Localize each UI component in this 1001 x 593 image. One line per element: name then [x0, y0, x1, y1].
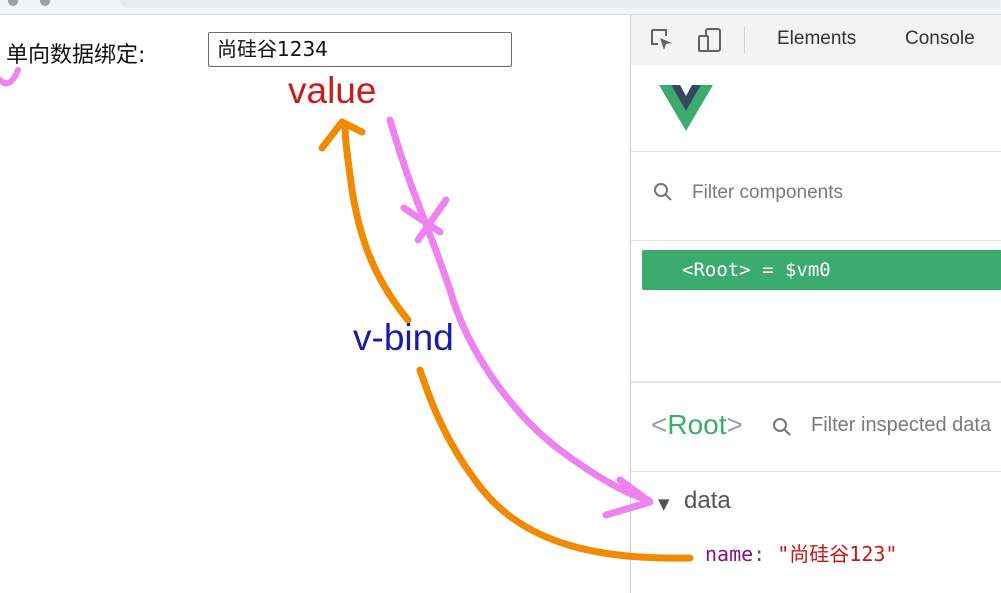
page-content: 单向数据绑定: 尚硅谷1234 [0, 15, 630, 593]
search-icon [654, 183, 672, 201]
devtools-panel: Elements Console Filter components <Root… [630, 15, 1001, 593]
annotation-value-label: value [288, 70, 377, 111]
root-component-label: <Root> = $vm0 [682, 259, 831, 281]
data-property-row[interactable]: name: "尚硅谷123" [705, 538, 897, 567]
inspector-header: <Root> Filter inspected data [631, 383, 1001, 472]
property-colon: : [753, 542, 778, 566]
data-section-label[interactable]: data [684, 487, 731, 514]
inspect-element-icon[interactable] [649, 27, 675, 53]
pane-divider[interactable] [631, 381, 1001, 383]
inspected-component-title: <Root> [651, 409, 743, 441]
filter-inspected-data-input[interactable]: Filter inspected data [811, 414, 992, 436]
component-tree: <Root> = $vm0 [631, 241, 1001, 381]
tab-elements[interactable]: Elements [777, 28, 857, 49]
angle-open: < [651, 409, 668, 440]
device-toolbar-icon[interactable] [697, 27, 723, 53]
one-way-binding-label: 单向数据绑定: [6, 43, 146, 68]
vue-devtools-header [631, 65, 1001, 152]
nav-back-icon[interactable] [8, 0, 18, 6]
angle-close: > [726, 409, 743, 440]
property-value[interactable]: "尚硅谷123" [777, 542, 898, 566]
root-component-item[interactable]: <Root> = $vm0 [642, 250, 1001, 290]
filter-components-input[interactable]: Filter components [692, 182, 844, 203]
annotation-vbind-label: v-bind [353, 317, 454, 358]
property-key: name [705, 542, 754, 566]
one-way-binding-input[interactable]: 尚硅谷1234 [208, 32, 512, 67]
devtools-toolbar: Elements Console [631, 15, 1001, 66]
collapse-triangle-icon[interactable]: ▼ [658, 495, 670, 513]
browser-topbar [0, 0, 1001, 15]
vue-logo-icon [659, 85, 713, 131]
tab-console[interactable]: Console [905, 28, 975, 49]
data-section: ▼ data name: "尚硅谷123" [631, 471, 1001, 593]
filter-components-row: Filter components [631, 152, 1001, 241]
component-name: Root [667, 409, 727, 440]
nav-forward-icon[interactable] [40, 0, 50, 6]
address-bar[interactable] [120, 0, 1000, 8]
search-icon [773, 418, 791, 436]
toolbar-divider [744, 27, 745, 53]
